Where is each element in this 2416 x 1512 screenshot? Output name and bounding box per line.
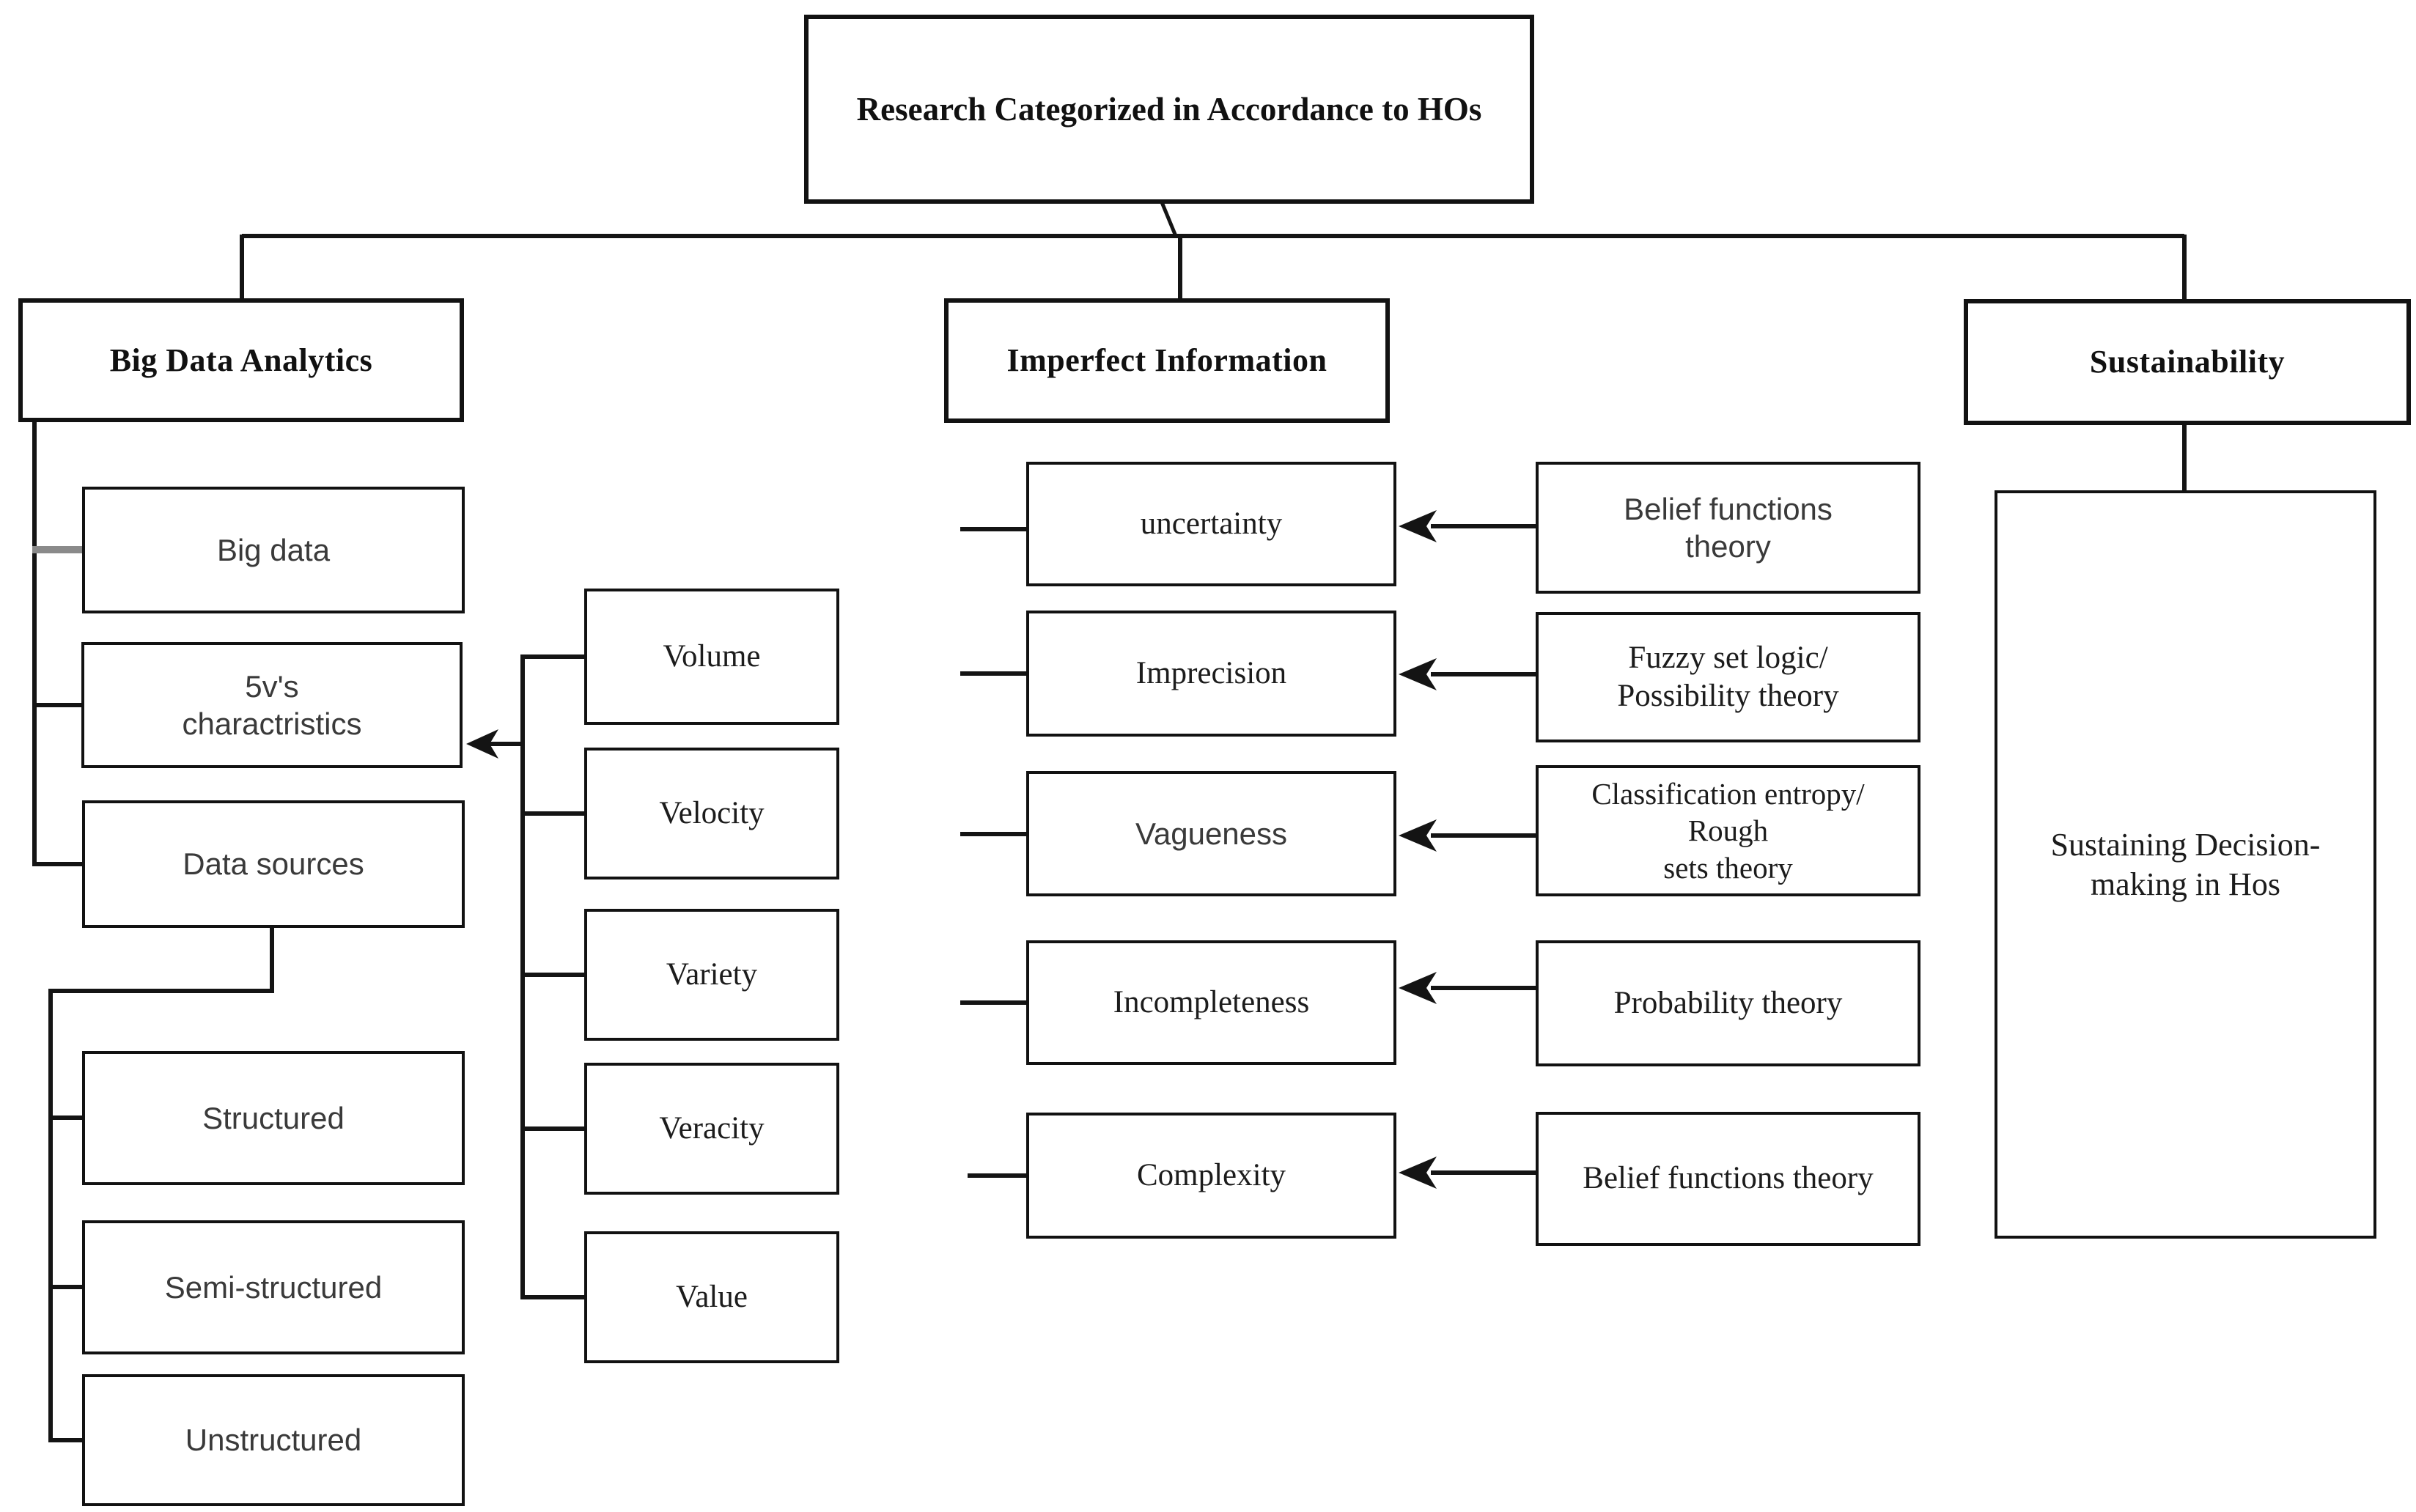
header-label: Sustainability: [2089, 344, 2286, 380]
node-uncertainty: uncertainty: [1026, 462, 1396, 586]
node-label: Unstructured: [185, 1423, 362, 1458]
arrowhead-theory-2: [1399, 819, 1437, 852]
node-unstructured: Unstructured: [82, 1374, 465, 1506]
node-header-imperfect-information: Imperfect Information: [944, 298, 1390, 423]
arrowhead-theory-0: [1399, 510, 1437, 542]
node-sustaining-decision-making: Sustaining Decision- making in Hos: [1995, 490, 2376, 1239]
node-veracity: Veracity: [584, 1063, 839, 1195]
arrowhead-theory-1: [1399, 658, 1437, 690]
node-semi-structured: Semi-structured: [82, 1220, 465, 1354]
node-complexity: Complexity: [1026, 1113, 1396, 1239]
node-imprecision: Imprecision: [1026, 611, 1396, 737]
node-label-line1: Classification entropy/: [1591, 777, 1865, 811]
node-belief-functions-theory-bottom: Belief functions theory: [1536, 1112, 1920, 1246]
connector-data-sources-elbow: [48, 928, 274, 1440]
node-label: Complexity: [1136, 1157, 1286, 1192]
node-label: Incompleteness: [1113, 984, 1310, 1019]
header-label: Big Data Analytics: [109, 342, 373, 378]
node-label-line1: Belief functions: [1624, 491, 1833, 526]
node-value: Value: [584, 1231, 839, 1363]
node-title: Research Categorized in Accordance to HO…: [804, 15, 1534, 204]
node-5vs-charactristics: 5v's charactristics: [81, 642, 463, 768]
node-label: Data sources: [183, 847, 364, 882]
node-probability-theory: Probability theory: [1536, 940, 1920, 1066]
node-label: Structured: [202, 1100, 345, 1135]
node-label: uncertainty: [1140, 506, 1283, 541]
node-label: Big data: [216, 532, 331, 567]
node-incompleteness: Incompleteness: [1026, 940, 1396, 1065]
node-data-sources: Data sources: [82, 800, 465, 928]
node-label: Probability theory: [1613, 985, 1843, 1020]
node-label: Volume: [663, 638, 761, 674]
arrowhead-theory-4: [1399, 1157, 1437, 1189]
node-label: Variety: [666, 956, 758, 992]
node-label-line1: Fuzzy set logic/: [1628, 640, 1828, 675]
node-label: Veracity: [659, 1110, 765, 1146]
node-velocity: Velocity: [584, 748, 839, 879]
connector-title-drop: [1160, 202, 1178, 237]
node-structured: Structured: [82, 1051, 465, 1185]
node-label: Belief functions theory: [1583, 1161, 1874, 1196]
header-label: Imperfect Information: [1006, 342, 1327, 379]
node-label-line2: Rough: [1687, 814, 1769, 848]
title-label: Research Categorized in Accordance to HO…: [856, 90, 1482, 128]
node-vagueness: Vagueness: [1026, 771, 1396, 896]
node-header-big-data-analytics: Big Data Analytics: [18, 298, 464, 422]
node-header-sustainability: Sustainability: [1964, 299, 2411, 425]
node-label-line2: Possibility theory: [1617, 679, 1839, 713]
node-label: Semi-structured: [164, 1269, 383, 1305]
node-belief-functions-theory-top: Belief functions theory: [1536, 462, 1920, 594]
node-big-data: Big data: [82, 487, 465, 613]
node-classification-entropy-rough-sets-theory: Classification entropy/ Rough sets theor…: [1536, 765, 1920, 896]
node-label-line2: theory: [1685, 529, 1771, 564]
node-fuzzy-set-logic-possibility-theory: Fuzzy set logic/ Possibility theory: [1536, 612, 1920, 742]
node-volume: Volume: [584, 589, 839, 725]
node-label-line3: sets theory: [1663, 850, 1793, 885]
node-label: Velocity: [659, 795, 765, 830]
node-label-line2: making in Hos: [2090, 866, 2281, 902]
node-label: Vagueness: [1135, 816, 1288, 851]
arrowhead-five-vs: [466, 729, 498, 759]
node-label: Imprecision: [1135, 655, 1287, 690]
node-label-line1: Sustaining Decision-: [2050, 826, 2321, 863]
arrowhead-theory-3: [1399, 972, 1437, 1004]
node-label-line2: charactristics: [182, 707, 362, 741]
node-label: Value: [676, 1279, 748, 1314]
node-label-line1: 5v's: [245, 668, 299, 704]
node-variety: Variety: [584, 909, 839, 1041]
